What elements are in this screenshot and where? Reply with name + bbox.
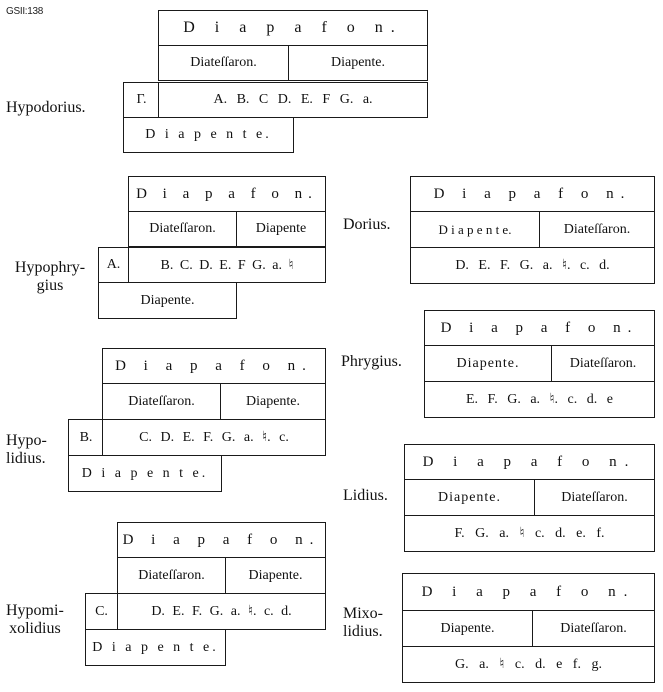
division-cell-1: Diateſſaron. — [128, 211, 237, 247]
notes-cell: D. E. F. G. a. ♮. c. d. — [410, 247, 655, 284]
diapason-cell: D i a p a f o n. — [117, 522, 326, 558]
mode-name: Hypophry- gius — [6, 259, 94, 295]
diapason-cell: D i a p a f o n. — [102, 348, 326, 384]
notes-cell: D. E. F. G. a. ♮. c. d. — [117, 593, 326, 630]
mode-name: Dorius. — [343, 216, 391, 233]
lower-diapente-cell: Diapente. — [98, 282, 237, 319]
division-cell-2: Diateſſaron. — [551, 345, 655, 382]
lower-diapente-cell: D i a p e n t e. — [85, 629, 226, 666]
division-cell-1: Diateſſaron. — [158, 45, 289, 81]
mode-name-line: Hypophry- — [14, 259, 86, 276]
division-cell-1: Diapente. — [424, 345, 552, 382]
division-cell-2: Diapente. — [225, 557, 326, 594]
mode-name-line: xolidius — [9, 620, 61, 637]
mode-name: Phrygius. — [341, 353, 402, 370]
lead-note-cell: B. — [68, 419, 104, 456]
notes-cell: F. G. a. ♮ c. d. e. f. — [404, 515, 655, 552]
diapason-cell: D i a p a f o n. — [158, 10, 428, 46]
lead-note-cell: Γ. — [123, 82, 160, 118]
mode-name-line: Hypo- — [6, 432, 47, 449]
mode-name-line: lidius. — [343, 623, 383, 640]
diapason-cell: D i a p a f o n. — [404, 444, 655, 480]
division-cell-2: Diateſſaron. — [532, 610, 655, 647]
diapason-cell: D i a p a f o n. — [128, 176, 326, 212]
notes-cell: B. C. D. E. F G. a. ♮ — [128, 247, 326, 283]
division-cell-2: Diateſſaron. — [534, 479, 655, 516]
notes-cell: G. a. ♮ c. d. e f. g. — [402, 646, 655, 683]
division-cell-2: Diapente. — [288, 45, 428, 81]
lead-note-cell: A. — [98, 247, 129, 283]
mode-name: Mixo- lidius. — [343, 605, 383, 641]
notes-cell: C. D. E. F. G. a. ♮. c. — [102, 419, 326, 456]
division-cell-1: Diapente. — [402, 610, 533, 647]
diapason-cell: D i a p a f o n. — [410, 176, 655, 212]
page-reference: GSII:138 — [6, 6, 44, 17]
mode-name-line: lidius. — [6, 450, 46, 467]
division-cell-2: Diapente — [236, 211, 326, 247]
division-cell-2: Diateſſaron. — [539, 211, 655, 248]
division-cell-1: Diateſſaron. — [117, 557, 226, 594]
diapason-cell: D i a p a f o n. — [424, 310, 655, 346]
notes-cell: E. F. G. a. ♮. c. d. e — [424, 381, 655, 418]
notes-cell: A. B. C D. E. F G. a. — [158, 82, 428, 118]
mode-name: Hypodorius. — [6, 99, 86, 116]
mode-name: Hypomi- xolidius — [6, 602, 64, 638]
diapason-cell: D i a p a f o n. — [402, 573, 655, 611]
mode-name-line: gius — [36, 277, 64, 294]
lower-diapente-cell: D i a p e n t e. — [68, 455, 222, 492]
mode-name-line: Hypomi- — [6, 602, 64, 619]
lead-note-cell: C. — [85, 593, 118, 630]
mode-name: Hypo- lidius. — [6, 432, 47, 468]
mode-name: Lidius. — [343, 487, 388, 504]
division-cell-1: D i a p e n t e. — [410, 211, 540, 248]
division-cell-2: Diapente. — [220, 383, 326, 420]
mode-name-line: Mixo- — [343, 605, 383, 622]
division-cell-1: Diapente. — [404, 479, 535, 516]
lower-diapente-cell: D i a p e n t e. — [123, 117, 294, 153]
division-cell-1: Diateſſaron. — [102, 383, 221, 420]
